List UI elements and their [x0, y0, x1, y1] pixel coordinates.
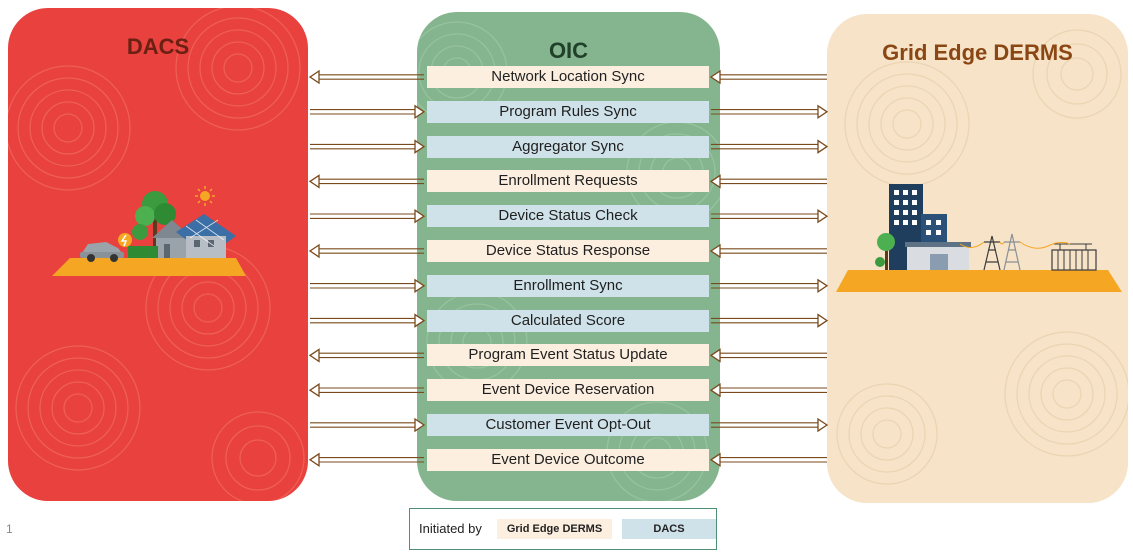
derms-title: Grid Edge DERMS	[882, 40, 1073, 65]
flow-aggregator-sync: Aggregator Sync	[427, 135, 709, 158]
transmission-tower-icon	[959, 233, 1049, 271]
flow-enrollment-sync: Enrollment Sync	[427, 274, 709, 297]
legend-label: Initiated by	[419, 521, 482, 536]
legend-chip-dacs: DACS	[622, 519, 716, 539]
flow-device-status-response: Device Status Response	[427, 240, 709, 262]
page-number: 1	[6, 522, 13, 536]
swirl-texture	[836, 29, 1128, 485]
flow-calculated-score: Calculated Score	[427, 309, 709, 332]
flow-customer-event-opt-out: Customer Event Opt-Out	[427, 414, 709, 436]
tree-icon	[875, 233, 895, 270]
flow-event-device-reservation: Event Device Reservation	[427, 379, 709, 402]
derms-panel: Grid Edge DERMS	[827, 14, 1128, 503]
flow-event-device-outcome: Event Device Outcome	[427, 448, 709, 471]
oic-title: OIC	[548, 38, 589, 63]
flow-device-status-check: Device Status Check	[427, 205, 709, 228]
office-building-icon	[889, 184, 971, 270]
dacs-title: DACS	[126, 34, 190, 59]
flow-enrollment-requests: Enrollment Requests	[427, 170, 709, 193]
dacs-panel: DACS	[8, 8, 308, 501]
grid-scene-icon	[836, 184, 1122, 292]
flow-program-rules-sync: Program Rules Sync	[427, 100, 709, 123]
electric-car-icon	[80, 233, 132, 262]
legend-chip-derms: Grid Edge DERMS	[497, 519, 612, 539]
substation-icon	[1047, 241, 1097, 271]
flow-program-event-status-update: Program Event Status Update	[427, 344, 709, 367]
sun-icon	[195, 186, 215, 206]
house-icon	[152, 214, 236, 258]
flow-network-location-sync: Network Location Sync	[427, 66, 709, 88]
legend: Initiated by Grid Edge DERMS DACS	[409, 508, 717, 550]
tree-icon	[132, 191, 176, 252]
home-scene-icon	[52, 186, 246, 276]
